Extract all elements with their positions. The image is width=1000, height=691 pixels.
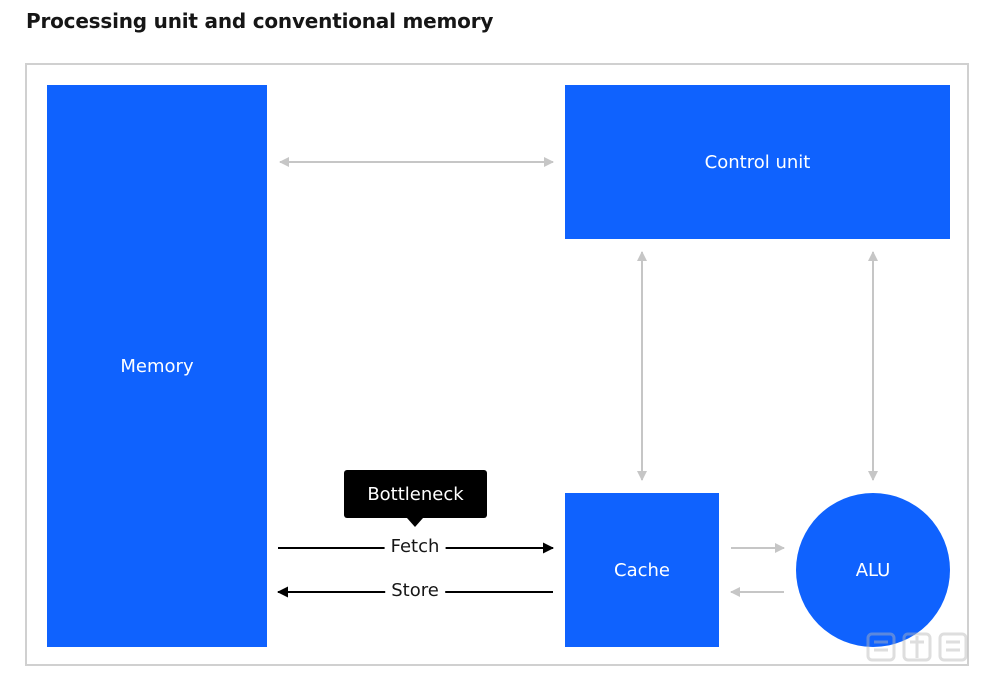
memory-block: Memory	[47, 85, 267, 647]
store-label: Store	[385, 580, 445, 601]
tooltip-caret-icon	[407, 518, 423, 527]
fetch-label: Fetch	[384, 536, 446, 557]
cache-label: Cache	[614, 559, 670, 581]
cache-block: Cache	[565, 493, 719, 647]
control-unit-block: Control unit	[565, 85, 950, 239]
alu-block: ALU	[796, 493, 950, 647]
diagram-frame	[25, 63, 969, 666]
watermark-logo-icon	[866, 632, 968, 662]
memory-label: Memory	[120, 355, 194, 377]
bottleneck-label: Bottleneck	[367, 483, 464, 505]
bottleneck-tooltip: Bottleneck	[344, 470, 487, 518]
alu-label: ALU	[855, 559, 891, 581]
control-unit-label: Control unit	[704, 151, 811, 173]
diagram-title: Processing unit and conventional memory	[26, 9, 494, 33]
